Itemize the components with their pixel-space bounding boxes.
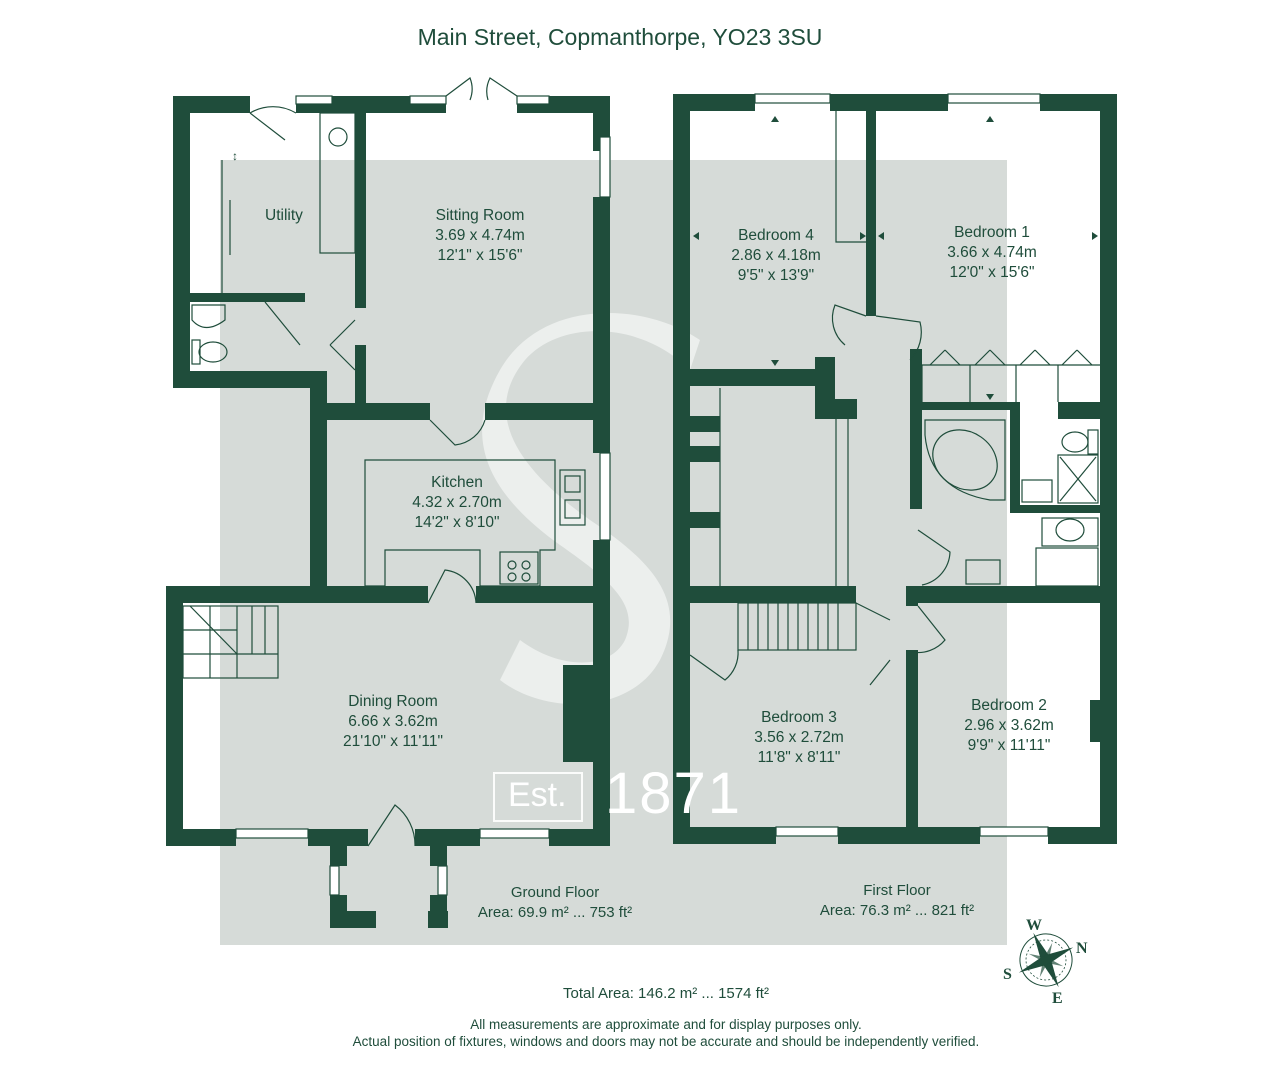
window-icon (516, 95, 550, 105)
watermark-est-box (493, 772, 583, 822)
ground-floor-walls (166, 96, 610, 928)
compass-s: S (1003, 966, 1012, 983)
room-imperial: 14'2" x 8'10" (414, 514, 500, 531)
dimension-markers (693, 116, 1098, 400)
window-icon (235, 828, 309, 839)
compass-w: W (1026, 917, 1042, 934)
door-icon (367, 804, 416, 847)
room-kitchen: Kitchen 4.32 x 2.70m 14'2" x 8'10" (377, 473, 537, 533)
floor-area: Area: 76.3 m² ... 821 ft² (819, 902, 975, 919)
room-metric: 3.69 x 4.74m (435, 227, 525, 244)
room-imperial: 9'9" x 11'11" (967, 737, 1051, 754)
disclaimer-line2: Actual position of fixtures, windows and… (352, 1034, 980, 1049)
ground-floor-label: Ground Floor Area: 69.9 m² ... 753 ft² (440, 883, 670, 923)
svg-text:↕: ↕ (232, 149, 238, 163)
room-bedroom4: Bedroom 4 2.86 x 4.18m 9'5" x 13'9" (696, 226, 856, 286)
room-metric: 6.66 x 3.62m (348, 713, 438, 730)
first-floor-walls (673, 94, 1117, 844)
floor-name: First Floor (863, 882, 931, 899)
sink-icon (965, 559, 1001, 585)
room-name: Sitting Room (435, 207, 525, 224)
room-imperial: 12'1" x 15'6" (437, 247, 523, 264)
page-title: Main Street, Copmanthorpe, YO23 3SU (417, 24, 823, 50)
door-icon (875, 315, 922, 361)
door-icon (831, 304, 867, 346)
stairs-icon (737, 602, 857, 651)
door-icon (427, 569, 477, 604)
compass-e: E (1052, 990, 1063, 1007)
door-icon (429, 419, 486, 446)
door-icon (264, 301, 356, 371)
room-metric: 2.86 x 4.18m (731, 247, 821, 264)
total-area: Total Area: 146.2 m² ... 1574 ft² (563, 985, 769, 1002)
window-icon (329, 865, 340, 896)
door-icon (445, 77, 518, 101)
window-icon (979, 826, 1049, 837)
toilet-icon (1061, 431, 1089, 453)
shower-icon (1035, 547, 1099, 587)
sink-icon (1021, 479, 1053, 503)
ground-floor-fixtures: ↕ (182, 77, 611, 896)
watermark-est: Est. (508, 776, 567, 814)
room-imperial: 12'0" x 15'6" (949, 264, 1035, 281)
hob-icon (499, 551, 539, 585)
room-utility: Utility (244, 206, 324, 226)
watermark-s-logo (482, 312, 700, 705)
room-bedroom1: Bedroom 1 3.66 x 4.74m 12'0" x 15'6" (912, 223, 1072, 283)
room-name: Bedroom 4 (738, 227, 814, 244)
window-icon (947, 93, 1041, 104)
room-metric: 3.66 x 4.74m (947, 244, 1037, 261)
door-icon (689, 649, 739, 681)
window-icon (409, 95, 447, 105)
room-metric: 4.32 x 2.70m (412, 494, 502, 511)
room-name: Kitchen (431, 474, 483, 491)
room-imperial: 9'5" x 13'9" (737, 267, 815, 284)
window-icon (479, 828, 550, 839)
room-name: Bedroom 3 (761, 709, 837, 726)
room-name: Bedroom 1 (954, 224, 1030, 241)
shower-icon (1057, 454, 1099, 504)
window-icon (754, 93, 831, 104)
room-bedroom3: Bedroom 3 3.56 x 2.72m 11'8" x 8'11" (719, 708, 879, 768)
watermark-year: 1871 (605, 761, 743, 826)
window-icon (437, 865, 448, 896)
window-icon (295, 95, 333, 105)
sink-icon (559, 469, 586, 526)
door-icon (855, 602, 891, 686)
compass-n: N (1076, 940, 1088, 957)
compass-icon (1018, 932, 1074, 988)
room-metric: 3.56 x 2.72m (754, 729, 844, 746)
toilet-icon (198, 341, 228, 363)
room-bedroom2: Bedroom 2 2.96 x 3.62m 9'9" x 11'11" (929, 696, 1089, 756)
room-sitting: Sitting Room 3.69 x 4.74m 12'1" x 15'6" (400, 206, 560, 266)
door-icon (911, 605, 946, 654)
room-dining: Dining Room 6.66 x 3.62m 21'10" x 11'11" (313, 692, 473, 752)
room-name: Bedroom 2 (971, 697, 1047, 714)
window-icon (599, 452, 611, 541)
room-imperial: 11'8" x 8'11" (757, 749, 841, 766)
door-icon (917, 529, 951, 586)
window-icon (775, 826, 839, 837)
disclaimer-line1: All measurements are approximate and for… (470, 1017, 862, 1032)
floor-area: Area: 69.9 m² ... 753 ft² (477, 904, 633, 921)
sink-icon (328, 127, 348, 147)
stairs-icon (182, 605, 279, 679)
disclaimer: All measurements are approximate and for… (0, 1016, 1276, 1050)
floor-name: Ground Floor (510, 884, 600, 901)
room-imperial: 21'10" x 11'11" (343, 733, 443, 750)
toilet-icon (1055, 518, 1085, 542)
first-floor-fixtures (689, 93, 1100, 837)
room-metric: 2.96 x 3.62m (964, 717, 1054, 734)
room-name: Dining Room (348, 693, 438, 710)
sink-icon (191, 304, 226, 329)
door-icon (249, 106, 297, 141)
room-name: Utility (265, 207, 303, 224)
first-floor-label: First Floor Area: 76.3 m² ... 821 ft² (782, 881, 1012, 921)
window-icon (599, 136, 611, 198)
